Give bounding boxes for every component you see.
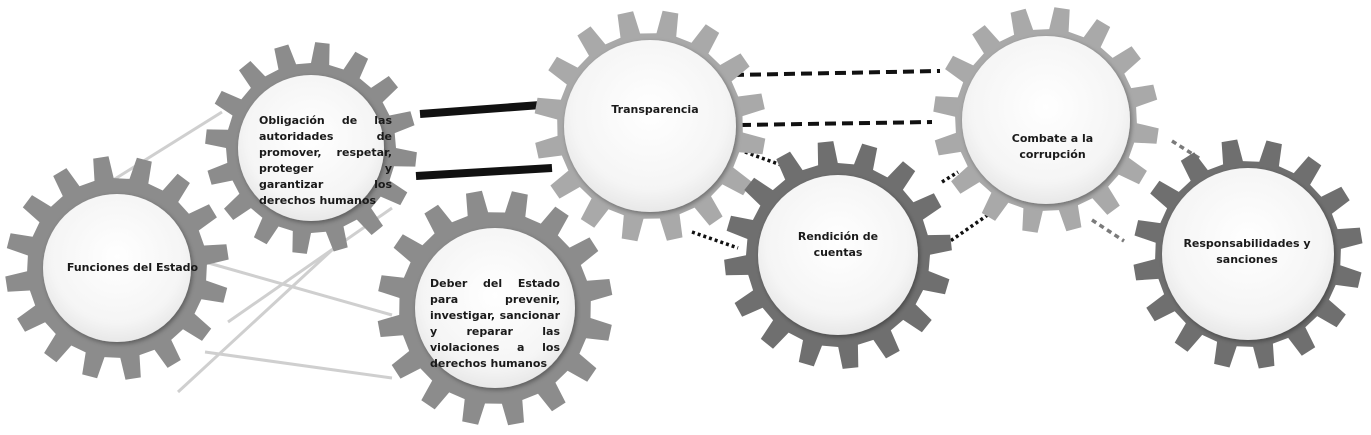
connector-line [945, 210, 993, 246]
gear-funciones-del-estado [5, 156, 229, 380]
gear-face [962, 36, 1130, 204]
connector-line [739, 120, 933, 127]
gear-responsabilidades-y-sanciones [1133, 139, 1363, 369]
label-responsabilidades-y-sanciones: Responsabilidades y sanciones [1183, 237, 1311, 266]
connector-line [732, 69, 941, 77]
label-funciones-del-estado: Funciones del Estado [66, 261, 199, 274]
connector-line [419, 100, 555, 118]
connector-line [176, 248, 334, 394]
connector-line [691, 230, 739, 250]
connector-line [204, 260, 393, 317]
label-combate-a-la-corrupcion: Combate a la corrupción [1011, 132, 1094, 161]
label-rendicion-de-cuentas: Rendición de cuentas [797, 230, 879, 259]
gear-face [758, 175, 918, 335]
connector-line [1091, 218, 1125, 243]
gear-deber-del-estado [377, 190, 613, 426]
label-transparencia: Transparencia [611, 103, 699, 116]
gear-face [564, 40, 736, 212]
label-obligacion-autoridades: Obligación de las autoridades de promove… [259, 114, 392, 207]
connector-line [204, 350, 393, 380]
gear-combate-a-la-corrupcion [933, 7, 1159, 233]
label-deber-del-estado: Deber del Estado para prevenir, investig… [430, 277, 560, 370]
gear-face [1162, 168, 1334, 340]
gear-face [238, 75, 384, 221]
gear-face [43, 194, 191, 342]
connector-line [109, 110, 223, 184]
gear-rendicion-de-cuentas [724, 141, 952, 369]
gear-obligacion-autoridades [205, 42, 417, 254]
gear-face [415, 228, 575, 388]
connector-line [415, 164, 553, 180]
gear-transparencia [534, 10, 766, 242]
